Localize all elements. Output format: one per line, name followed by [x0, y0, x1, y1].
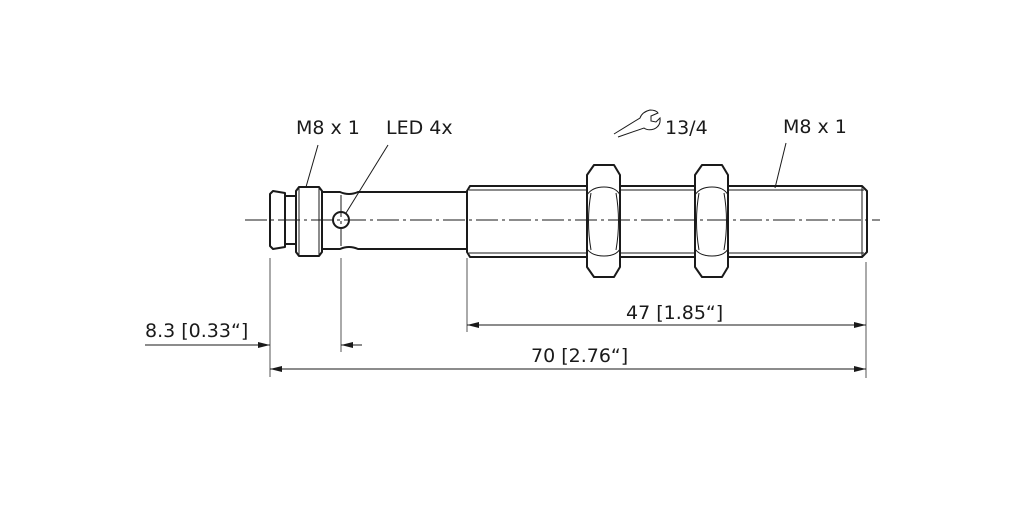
- wrench-icon: [613, 109, 661, 138]
- lock-nut-1: [586, 164, 621, 278]
- leader-led: [345, 144, 389, 214]
- body-thread-label: M8 x 1: [783, 116, 847, 138]
- connector: [269, 186, 323, 257]
- led-label: LED 4x: [386, 117, 453, 139]
- leader-connector-thread: [305, 144, 319, 188]
- leader-body-thread: [774, 142, 787, 189]
- threaded-body: [466, 185, 868, 258]
- dim-47-label: 47 [1.85“]: [626, 302, 723, 324]
- connector-thread-label: M8 x 1: [296, 117, 360, 139]
- dim-70-label: 70 [2.76“]: [531, 345, 628, 367]
- wrench-size-label: 13/4: [665, 117, 708, 139]
- dim-8-3-label: 8.3 [0.33“]: [145, 320, 248, 342]
- lock-nut-2: [694, 164, 729, 278]
